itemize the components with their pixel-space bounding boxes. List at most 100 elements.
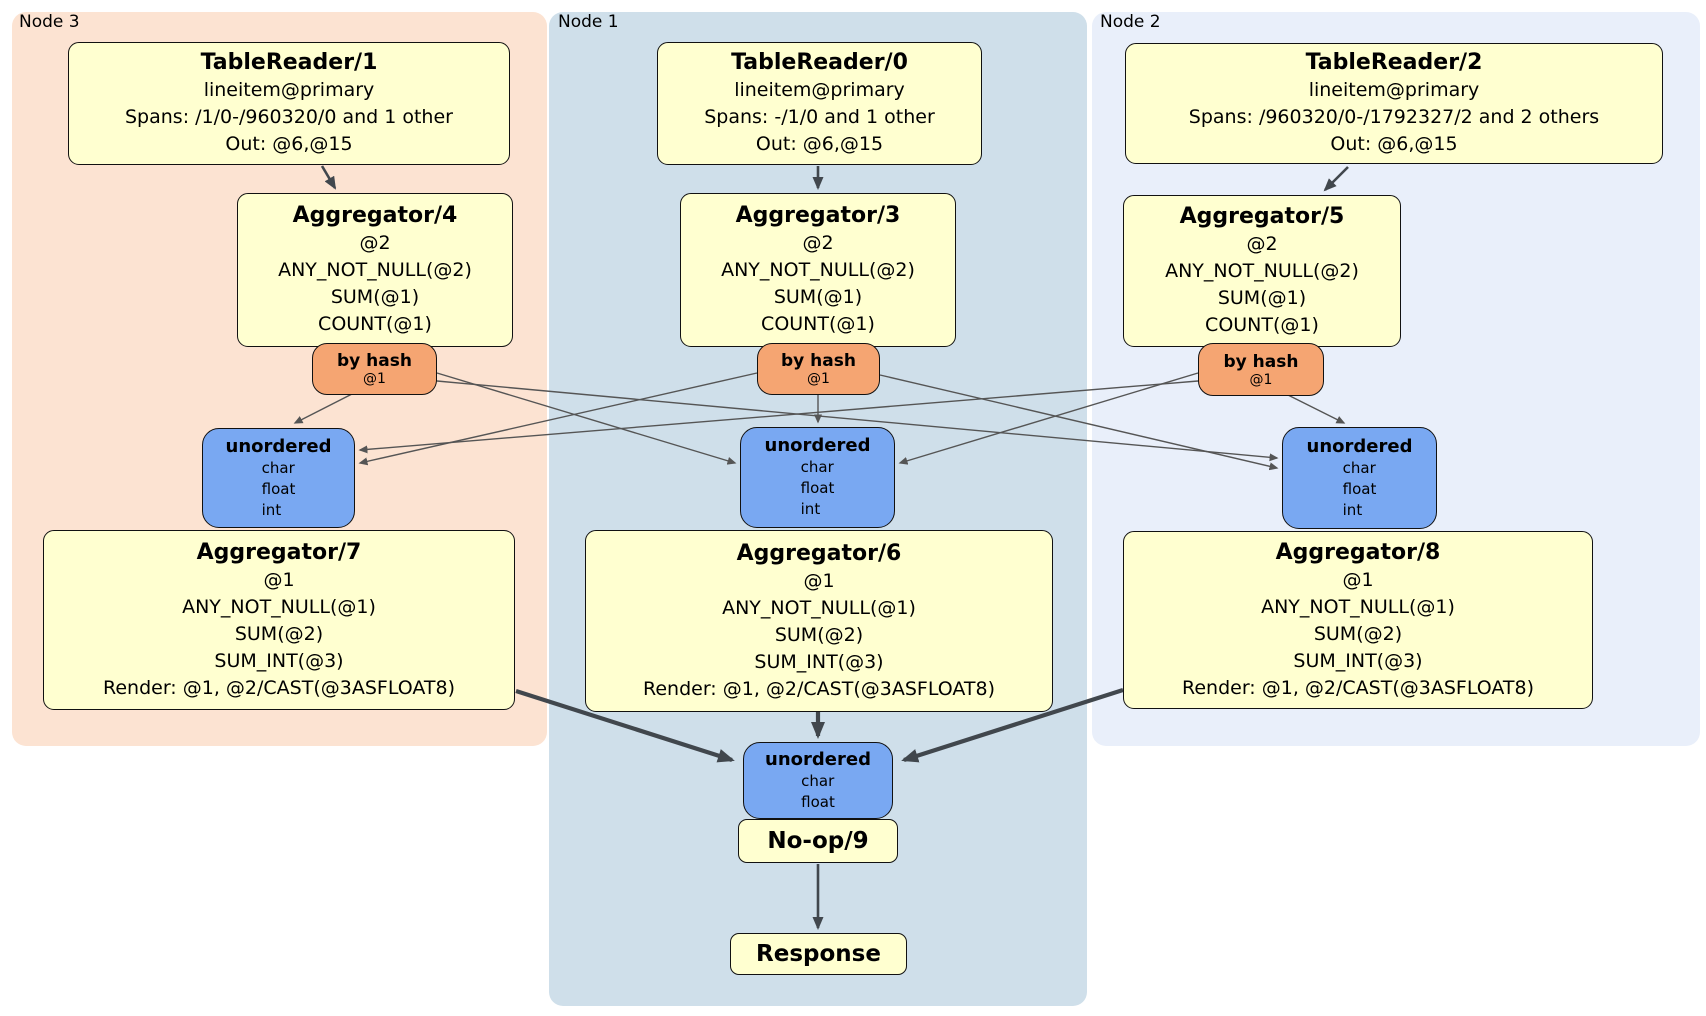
sync-node1-title: unordered xyxy=(764,435,871,456)
box-line: Spans: -/1/0 and 1 other xyxy=(704,106,935,128)
box-line: int xyxy=(800,500,821,518)
edge-hash1-un3 xyxy=(358,372,758,466)
aggregator-4-title: Aggregator/4 xyxy=(292,203,458,228)
box-line: SUM(@2) xyxy=(234,622,324,645)
box-line: ANY_NOT_NULL(@2) xyxy=(1165,260,1359,282)
box-line: ANY_NOT_NULL(@1) xyxy=(722,596,916,619)
box-line: SUM_INT(@3) xyxy=(1293,649,1423,672)
edge-hash2-un1 xyxy=(898,372,1199,465)
noop-9-title: No-op/9 xyxy=(767,828,869,854)
node-noop-9: No-op/9 xyxy=(738,819,898,863)
tablereader-2-title: TableReader/2 xyxy=(1305,50,1483,75)
panel-node1-label: Node 1 xyxy=(558,12,619,32)
box-line: char xyxy=(1342,458,1376,477)
box-line: @1 xyxy=(807,371,830,387)
sync-final-details: char float xyxy=(801,771,835,813)
box-line: COUNT(@1) xyxy=(761,313,875,335)
aggregator-3-title: Aggregator/3 xyxy=(735,203,901,228)
box-line: SUM(@1) xyxy=(330,286,420,308)
sync-unordered-node1: unordered char float int xyxy=(740,427,895,528)
router-node3-title: by hash xyxy=(337,351,412,371)
edge-hash2-un2 xyxy=(1285,393,1346,424)
box-line: char xyxy=(800,458,834,476)
tablereader-0-title: TableReader/0 xyxy=(731,50,908,75)
response-title: Response xyxy=(756,941,881,967)
sync-node3-title: unordered xyxy=(225,435,332,457)
box-line: @2 xyxy=(802,232,834,254)
box-line: SUM(@2) xyxy=(774,623,864,646)
edge-hash1-un2 xyxy=(879,374,1279,471)
box-line: float xyxy=(801,792,835,811)
box-line: ANY_NOT_NULL(@2) xyxy=(278,259,472,281)
sync-unordered-final: unordered char float xyxy=(743,742,893,819)
router-by-hash-node3: by hash @1 xyxy=(312,343,437,395)
box-line: int xyxy=(1342,500,1363,519)
edge-hash3-un1 xyxy=(436,372,737,465)
box-line: @2 xyxy=(359,232,391,254)
edge-hash2-un3 xyxy=(358,380,1199,454)
box-line: @1 xyxy=(1249,371,1273,388)
sync-final-title: unordered xyxy=(765,748,871,770)
box-line: char xyxy=(801,771,835,790)
edge-tr1-agg4 xyxy=(320,165,337,190)
sync-unordered-node2: unordered char float int xyxy=(1282,427,1437,529)
box-line: lineitem@primary xyxy=(1308,79,1480,101)
aggregator-6-title: Aggregator/6 xyxy=(736,540,902,566)
box-line: ANY_NOT_NULL(@1) xyxy=(182,595,376,618)
sync-node2-title: unordered xyxy=(1306,435,1413,457)
aggregator-5-title: Aggregator/5 xyxy=(1179,204,1345,229)
box-line: Spans: /960320/0-/1792327/2 and 2 others xyxy=(1188,106,1600,128)
router-node1-details: @1 xyxy=(807,371,830,387)
aggregator-7-title: Aggregator/7 xyxy=(196,539,362,565)
box-line: int xyxy=(261,500,282,519)
router-node2-details: @1 xyxy=(1250,372,1273,388)
box-line: COUNT(@1) xyxy=(1205,314,1319,336)
box-line: @1 xyxy=(1342,568,1374,591)
box-line: Render: @1, @2/CAST(@3ASFLOAT8) xyxy=(103,676,455,699)
box-line: SUM_INT(@3) xyxy=(214,649,344,672)
box-line: float xyxy=(1342,479,1377,498)
box-line: @1 xyxy=(363,371,386,387)
tablereader-1-title: TableReader/1 xyxy=(200,50,378,75)
box-line: Render: @1, @2/CAST(@3ASFLOAT8) xyxy=(643,677,995,700)
aggregator-8-title: Aggregator/8 xyxy=(1275,539,1441,565)
box-line: @2 xyxy=(1246,233,1278,255)
box-line: SUM_INT(@3) xyxy=(754,650,884,673)
box-line: float xyxy=(800,479,835,497)
edge-agg7-unbottom xyxy=(515,688,735,763)
box-line: @1 xyxy=(803,569,835,592)
box-line: ANY_NOT_NULL(@1) xyxy=(1261,595,1455,618)
router-by-hash-node1: by hash @1 xyxy=(757,343,880,395)
panel-node3-label: Node 3 xyxy=(19,12,80,32)
box-line: lineitem@primary xyxy=(203,79,375,101)
box-line: COUNT(@1) xyxy=(318,313,432,335)
box-line: Out: @6,@15 xyxy=(755,133,884,155)
router-node1-title: by hash xyxy=(781,351,856,371)
edge-agg8-unbottom xyxy=(901,687,1124,763)
box-line: Out: @6,@15 xyxy=(1330,133,1458,155)
box-line: @1 xyxy=(263,568,295,591)
panel-node2-label: Node 2 xyxy=(1100,12,1161,32)
router-node2-title: by hash xyxy=(1223,351,1299,372)
box-line: ANY_NOT_NULL(@2) xyxy=(721,259,915,281)
box-line: float xyxy=(261,479,296,498)
